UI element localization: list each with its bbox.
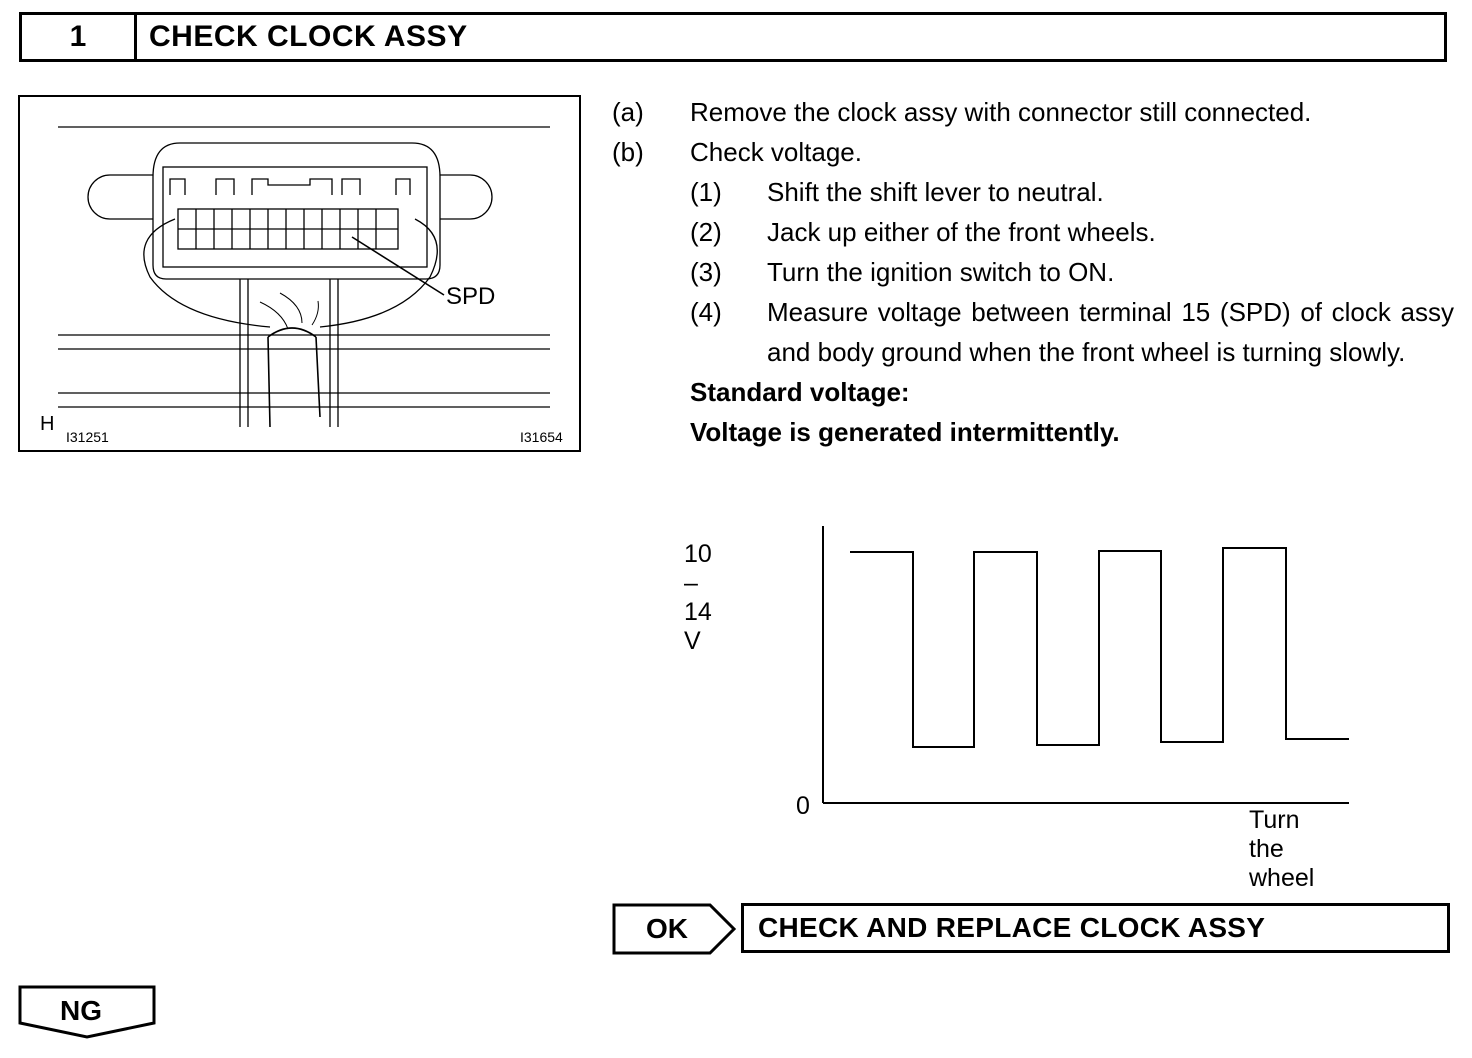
ok-action-box: CHECK AND REPLACE CLOCK ASSY	[741, 903, 1450, 953]
corner-mark: H	[40, 413, 55, 435]
y-zero-label: 0	[796, 792, 810, 820]
substep-3: (3) Turn the ignition switch to ON.	[612, 252, 1454, 292]
step-number: 1	[22, 15, 137, 59]
substep-4: (4) Measure voltage between terminal 15 …	[612, 292, 1454, 372]
connector-drawing	[58, 126, 550, 428]
x-axis-label: Turn the wheel	[1249, 806, 1315, 892]
ok-arrow-shape	[612, 903, 737, 955]
ng-label: NG	[60, 995, 102, 1026]
substep-2: (2) Jack up either of the front wheels.	[612, 212, 1454, 252]
substep-1: (1) Shift the shift lever to neutral.	[612, 172, 1454, 212]
step-header: 1 CHECK CLOCK ASSY	[19, 12, 1447, 62]
step-text: Check voltage.	[690, 137, 862, 167]
step-a: (a) Remove the clock assy with connector…	[612, 92, 1454, 132]
ng-tag: NG	[18, 985, 158, 1046]
figure-code-left: I31251	[66, 429, 109, 445]
substep-marker: (3)	[690, 257, 722, 287]
substep-marker: (1)	[690, 177, 722, 207]
substep-marker: (4)	[690, 297, 722, 327]
substep-marker: (2)	[690, 217, 722, 247]
pulse-train	[850, 547, 1349, 748]
step-text: Remove the clock assy with connector sti…	[690, 97, 1312, 127]
step-marker: (a)	[612, 97, 644, 127]
step-marker: (b)	[612, 137, 644, 167]
substep-text: Jack up either of the front wheels.	[767, 217, 1156, 247]
spd-callout: SPD	[446, 283, 496, 310]
ok-label: OK	[646, 913, 688, 944]
step-b: (b) Check voltage.	[612, 132, 1454, 172]
standard-heading: Standard voltage:	[690, 377, 910, 407]
instructions: (a) Remove the clock assy with connector…	[612, 92, 1454, 452]
standard-value: Voltage is generated intermittently.	[690, 417, 1120, 447]
ok-tag: OK	[612, 903, 738, 960]
step-title: CHECK CLOCK ASSY	[149, 20, 468, 53]
connector-illustration: SPD H I31251 I31654	[18, 95, 581, 452]
substep-text: Turn the ignition switch to ON.	[767, 257, 1115, 287]
waveform-plot	[822, 526, 1349, 804]
figure-code-right: I31654	[520, 429, 563, 445]
substep-text: Shift the shift lever to neutral.	[767, 177, 1104, 207]
y-high-label: 10 – 14 V	[684, 540, 712, 655]
ng-arrow-shape	[18, 985, 156, 1039]
substep-text: Measure voltage between terminal 15 (SPD…	[767, 297, 1454, 367]
